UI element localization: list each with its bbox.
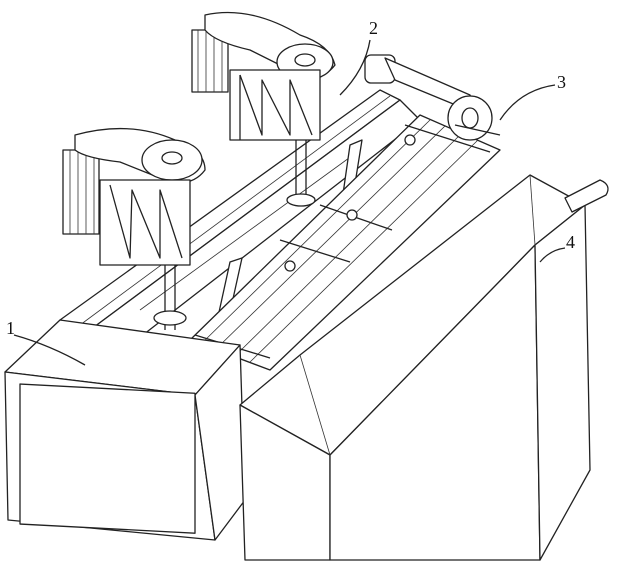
part-label-2: 2 bbox=[369, 18, 378, 38]
leader-line-4 bbox=[539, 247, 566, 263]
leader-line-1 bbox=[13, 334, 86, 366]
rear-impeller-unit bbox=[191, 11, 336, 207]
part-label-4: 4 bbox=[566, 232, 575, 252]
part-label-3: 3 bbox=[557, 72, 566, 92]
scraper-assembly bbox=[189, 114, 501, 383]
leader-line-2 bbox=[339, 39, 371, 96]
part-1-box bbox=[4, 319, 246, 541]
part-label-1: 1 bbox=[6, 318, 15, 338]
base-trough bbox=[59, 89, 421, 346]
part-4-tank bbox=[239, 174, 609, 561]
drive-motor bbox=[364, 54, 501, 141]
leader-line-3 bbox=[499, 84, 556, 121]
front-impeller-unit bbox=[62, 127, 206, 330]
